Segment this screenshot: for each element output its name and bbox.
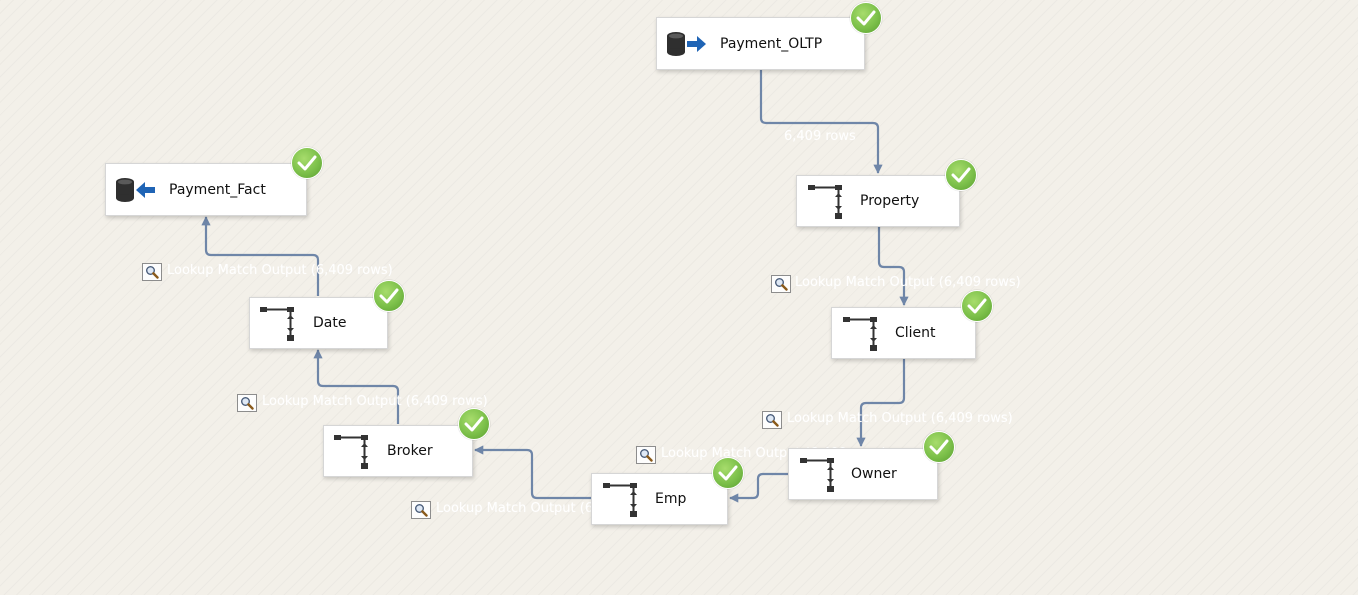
path-label-oltp-to-property: 6,409 rows: [784, 129, 856, 144]
success-check-icon: [961, 290, 993, 322]
path-emp-to-broker[interactable]: [474, 445, 591, 500]
success-check-icon: [291, 147, 323, 179]
node-emp[interactable]: Emp: [591, 473, 728, 525]
path-label-client-to-owner: Lookup Match Output (6,409 rows): [787, 411, 1013, 426]
lookup-transform-icon: [333, 434, 369, 474]
success-check-icon: [373, 280, 405, 312]
success-check-icon: [923, 431, 955, 463]
node-label: Date: [313, 315, 347, 331]
node-label: Payment_Fact: [169, 181, 266, 198]
path-label-property-to-client: Lookup Match Output (6,409 rows): [795, 275, 1021, 290]
lookup-transform-icon: [259, 306, 295, 346]
node-property[interactable]: Property: [796, 175, 960, 227]
data-viewer-icon[interactable]: [142, 263, 162, 281]
node-owner[interactable]: Owner: [788, 448, 938, 500]
success-check-icon: [458, 408, 490, 440]
path-label-broker-to-date: Lookup Match Output (6,409 rows): [262, 394, 488, 409]
lookup-transform-icon: [602, 482, 638, 522]
path-owner-to-emp[interactable]: [729, 472, 788, 503]
path-broker-to-date[interactable]: [313, 349, 400, 424]
lookup-transform-icon: [807, 184, 843, 224]
node-label: Broker: [387, 443, 433, 459]
node-label: Property: [860, 193, 920, 209]
node-label: Owner: [851, 466, 897, 482]
lookup-transform-icon: [799, 457, 835, 497]
node-payment-fact[interactable]: Payment_Fact: [105, 163, 307, 216]
success-check-icon: [712, 457, 744, 489]
node-date[interactable]: Date: [249, 297, 388, 349]
data-viewer-icon[interactable]: [762, 411, 782, 429]
data-viewer-icon[interactable]: [411, 501, 431, 519]
data-viewer-icon[interactable]: [636, 446, 656, 464]
path-date-to-fact[interactable]: [201, 216, 320, 296]
success-check-icon: [945, 159, 977, 191]
path-oltp-to-property[interactable]: [759, 70, 883, 174]
node-label: Client: [895, 325, 936, 341]
node-payment-oltp[interactable]: Payment_OLTP: [656, 17, 865, 70]
path-label-date-to-fact: Lookup Match Output (6,409 rows): [167, 263, 393, 278]
node-label: Emp: [655, 491, 687, 507]
ole-db-destination-icon: [114, 176, 158, 208]
node-broker[interactable]: Broker: [323, 425, 473, 477]
path-client-to-owner[interactable]: [856, 359, 906, 447]
ole-db-source-icon: [665, 30, 709, 62]
lookup-transform-icon: [842, 316, 878, 356]
node-client[interactable]: Client: [831, 307, 976, 359]
data-viewer-icon[interactable]: [237, 394, 257, 412]
data-viewer-icon[interactable]: [771, 275, 791, 293]
node-label: Payment_OLTP: [720, 35, 823, 52]
success-check-icon: [850, 2, 882, 34]
path-property-to-client[interactable]: [877, 227, 909, 306]
